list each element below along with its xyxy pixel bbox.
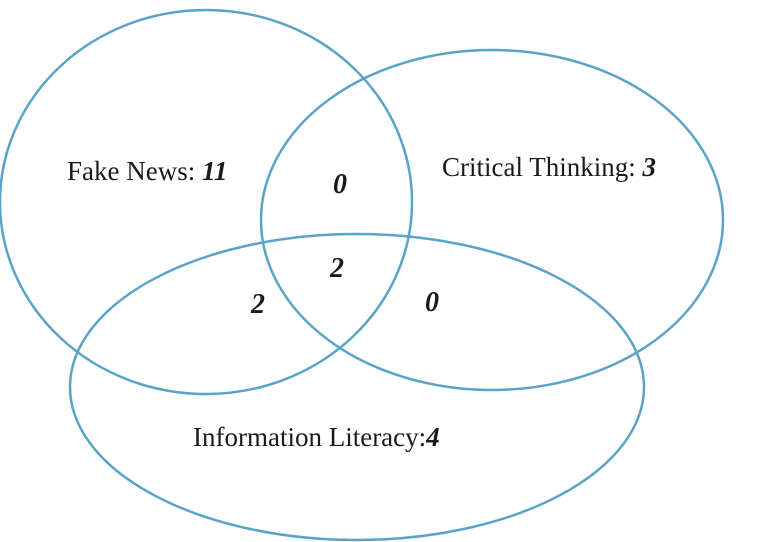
fake-news-information-literacy-count: 2: [250, 289, 265, 320]
fake-news-critical-thinking-count: 0: [333, 169, 347, 200]
information-literacy-label: Information Literacy:4: [193, 422, 440, 452]
fake-news-ellipse: [0, 8, 414, 396]
fake-news-label: Fake News: 11: [67, 156, 228, 186]
critical-thinking-ellipse: [259, 48, 725, 392]
critical-thinking-label: Critical Thinking: 3: [442, 152, 656, 182]
information-literacy-count: 4: [425, 422, 440, 452]
information-literacy-ellipse: [68, 232, 646, 542]
critical-thinking-information-literacy-count: 0: [425, 287, 439, 318]
all-three-count: 2: [329, 253, 344, 284]
fake-news-count: 11: [202, 156, 228, 186]
critical-thinking-count: 3: [641, 152, 656, 182]
